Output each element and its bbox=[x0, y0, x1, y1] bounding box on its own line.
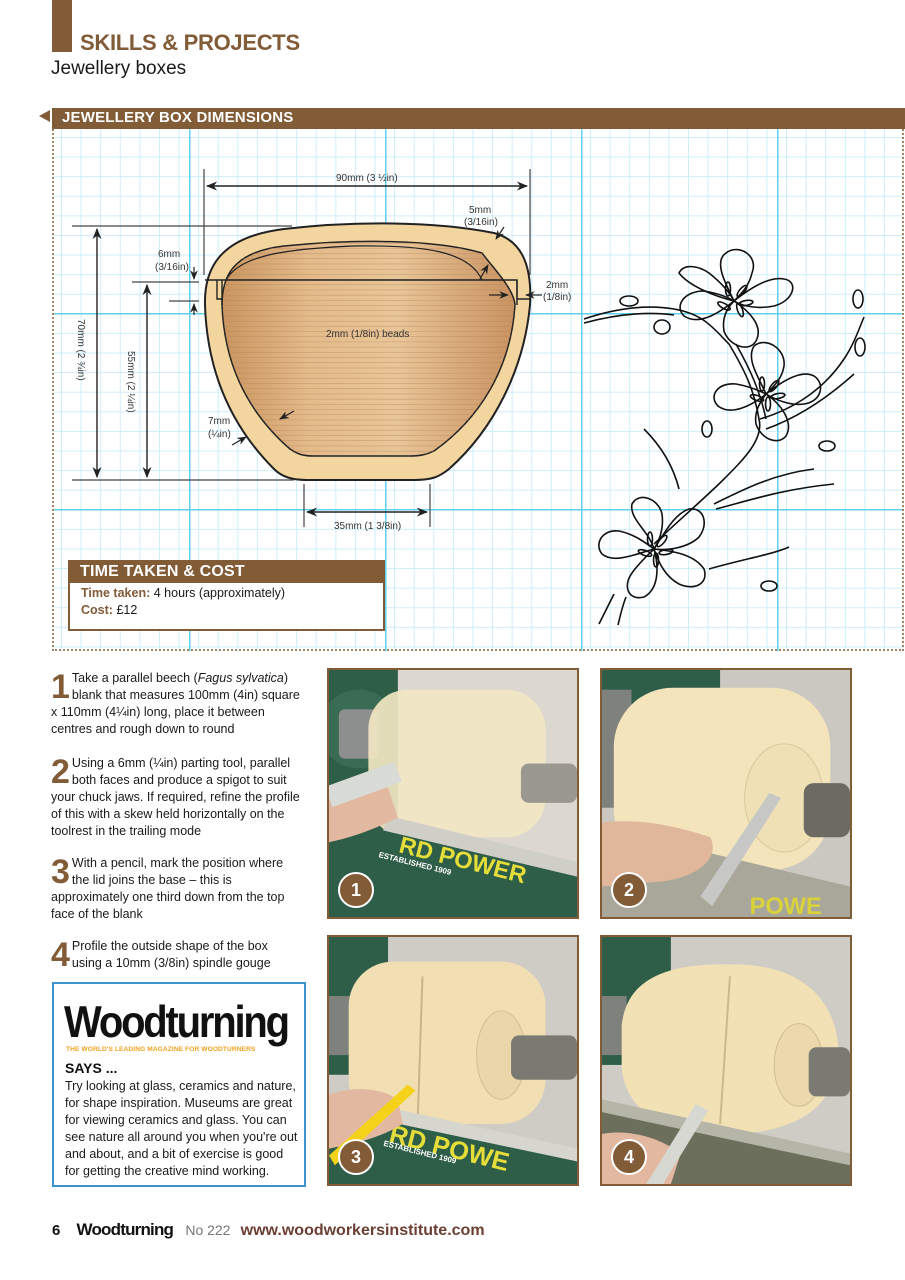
photo-step-2: POWE 2 bbox=[600, 668, 852, 919]
step-number: 2 bbox=[51, 753, 70, 791]
dim-lid-step-mm: 6mm bbox=[158, 249, 180, 260]
article-subtitle: Jewellery boxes bbox=[51, 58, 187, 79]
woodturning-logo: Woodturning bbox=[64, 998, 290, 1048]
step-number: 4 bbox=[51, 936, 70, 974]
step-badge: 4 bbox=[611, 1139, 647, 1175]
step-number: 1 bbox=[51, 668, 70, 706]
blossom-illustration bbox=[583, 248, 866, 626]
dimensions-grid: 90mm (3 ½in) 70mm (2 ¾in) 55mm (2 ¼in) 6… bbox=[52, 129, 904, 651]
time-taken-value: 4 hours (approximately) bbox=[153, 586, 286, 600]
photo-step-4: 4 bbox=[600, 935, 852, 1186]
dim-height-base: 55mm (2 ¼in) bbox=[125, 351, 137, 413]
dim-wall-side-mm: 7mm bbox=[208, 416, 230, 427]
dim-wall-side-in: (¼in) bbox=[208, 428, 231, 440]
dim-width-base: 35mm (1 3/8in) bbox=[334, 521, 401, 532]
photo-step-3: RD POWE ESTABLISHED 1909 3 bbox=[327, 935, 579, 1186]
latin-name: Fagus sylvatica bbox=[197, 671, 284, 685]
says-body: Try looking at glass, ceramics and natur… bbox=[65, 1079, 298, 1178]
dim-height-total: 70mm (2 ¾in) bbox=[75, 319, 86, 381]
says-heading: SAYS ... bbox=[65, 1060, 118, 1076]
logo-tagline: THE WORLD'S LEADING MAGAZINE FOR WOODTUR… bbox=[66, 1046, 256, 1053]
dim-rim-in: (1/8in) bbox=[543, 292, 571, 303]
step-number: 3 bbox=[51, 853, 70, 891]
dimensions-title: JEWELLERY BOX DIMENSIONS bbox=[62, 109, 294, 126]
dim-lid-step-in: (3/16in) bbox=[155, 262, 189, 273]
issue-number: No 222 bbox=[185, 1222, 231, 1238]
time-taken-row: Time taken: 4 hours (approximately) bbox=[70, 586, 383, 600]
step-badge: 3 bbox=[338, 1139, 374, 1175]
box-profile-diagram: 90mm (3 ½in) 70mm (2 ¾in) 55mm (2 ¼in) 6… bbox=[72, 169, 866, 626]
time-cost-title: TIME TAKEN & COST bbox=[70, 562, 383, 583]
step-badge: 2 bbox=[611, 872, 647, 908]
dim-wall-top-in: (3/16in) bbox=[464, 217, 498, 228]
woodturning-says-box: Woodturning THE WORLD'S LEADING MAGAZINE… bbox=[52, 982, 306, 1187]
dimensions-banner: JEWELLERY BOX DIMENSIONS bbox=[52, 108, 905, 129]
page-number: 6 bbox=[52, 1222, 61, 1239]
svg-text:POWE: POWE bbox=[750, 894, 822, 917]
section-title: SKILLS & PROJECTS bbox=[80, 30, 300, 55]
time-cost-box: TIME TAKEN & COST Time taken: 4 hours (a… bbox=[68, 560, 385, 631]
cost-label: Cost: bbox=[81, 603, 113, 617]
beads-label: 2mm (1/8in) beads bbox=[326, 329, 409, 340]
photo-step-1: RD POWER ESTABLISHED 1909 1 bbox=[327, 668, 579, 919]
dim-rim-mm: 2mm bbox=[546, 280, 568, 291]
section-color-bar bbox=[52, 0, 72, 52]
page-footer: 6 Woodturning No 222 www.woodworkersinst… bbox=[52, 1220, 485, 1240]
cost-row: Cost: £12 bbox=[70, 603, 383, 617]
time-taken-label: Time taken: bbox=[81, 586, 151, 600]
step-badge: 1 bbox=[338, 872, 374, 908]
website-link[interactable]: www.woodworkersinstitute.com bbox=[240, 1222, 485, 1239]
footer-magazine: Woodturning bbox=[76, 1220, 174, 1239]
dim-width-top: 90mm (3 ½in) bbox=[336, 173, 398, 184]
banner-arrow-icon bbox=[39, 110, 50, 122]
cost-value: £12 bbox=[116, 603, 138, 617]
dim-wall-top-mm: 5mm bbox=[469, 205, 491, 216]
